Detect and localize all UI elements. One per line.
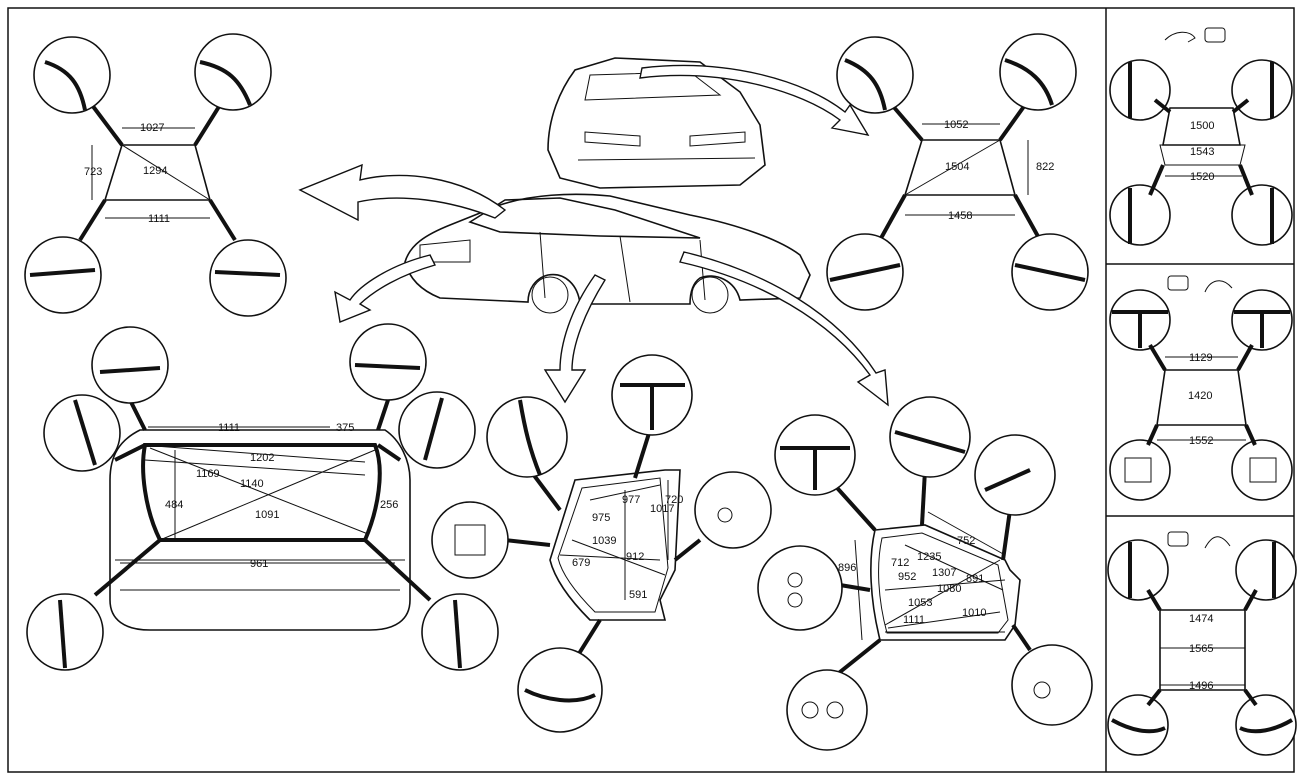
front-door-label-1: 896 [838, 562, 856, 574]
front-door-label-8: 1053 [908, 597, 932, 609]
trunk-detail-left [43, 394, 121, 472]
rear-window-bottom-label: 1111 [148, 213, 170, 225]
windshield-bottom-label: 1458 [948, 210, 972, 222]
rear-door-label-0: 977 [622, 494, 640, 506]
side1-label-1: 1543 [1190, 146, 1214, 158]
front-door-detail-latch [1011, 644, 1093, 726]
trunk-label-5: 484 [165, 499, 183, 511]
rear-door-label-7: 591 [629, 589, 647, 601]
front-door-label-9: 1010 [962, 607, 986, 619]
windshield-assembly: 1052 1504 822 1458 [826, 33, 1089, 311]
trunk-assembly: 1111 375 1202 1169 1140 484 1091 256 961 [26, 323, 499, 671]
front-door-detail-hinge [757, 545, 843, 631]
rear-door-label-2: 720 [665, 494, 683, 506]
side3-detail-tr [1235, 539, 1297, 601]
pointing-hand-icon [1167, 531, 1231, 549]
side2-detail-br [1231, 439, 1293, 501]
side1-label-0: 1500 [1190, 120, 1214, 132]
front-door-label-5: 1307 [932, 567, 956, 579]
rear-door-outline [549, 469, 681, 621]
rear-door-detail-right-latch [694, 471, 772, 549]
rear-door-label-4: 1039 [592, 535, 616, 547]
side3-label-1: 1565 [1189, 643, 1213, 655]
side3-detail-tl [1107, 539, 1169, 601]
windshield-side-label: 822 [1036, 161, 1054, 173]
rear-door-detail-left-hinge [431, 501, 509, 579]
side3-label-0: 1474 [1189, 613, 1213, 625]
rear-door-label-3: 975 [592, 512, 610, 524]
rear-door-detail-bottom [517, 647, 603, 733]
trunk-label-0: 1111 [218, 422, 240, 434]
trunk-label-4: 1140 [240, 478, 264, 490]
trunk-detail-top-right [349, 323, 427, 401]
trunk-body [109, 429, 411, 631]
side3-detail-br [1235, 694, 1297, 756]
outer-frame [7, 7, 1295, 773]
side3-label-2: 1496 [1189, 680, 1213, 692]
front-door-label-7: 1080 [937, 583, 961, 595]
rear-door-label-6: 912 [626, 551, 644, 563]
rear-window-diag-label: 1294 [143, 165, 167, 177]
pointing-hand-icon [1167, 275, 1233, 293]
trunk-label-2: 1202 [250, 452, 274, 464]
trunk-label-6: 1091 [255, 509, 279, 521]
pointing-hand-icon [1164, 27, 1226, 43]
side2-label-0: 1129 [1189, 352, 1213, 364]
rear-door-assembly: 977 1017 720 975 1039 679 912 591 [431, 354, 772, 733]
windshield-detail-tl [836, 36, 914, 114]
side1-detail-tl [1109, 59, 1171, 121]
trunk-label-8: 961 [250, 558, 268, 570]
side2-detail-bl [1109, 439, 1171, 501]
side1-detail-tr [1231, 59, 1293, 121]
side1-detail-br [1231, 184, 1293, 246]
windshield-diag-label: 1504 [945, 161, 969, 173]
windshield-detail-tr [999, 33, 1077, 111]
rear-window-assembly: 1027 1294 723 1111 [24, 33, 287, 317]
rear-window-detail-bl [24, 236, 102, 314]
front-door-label-4: 952 [898, 571, 916, 583]
rear-window-top-label: 1027 [140, 122, 164, 134]
front-door-label-6: 891 [966, 573, 984, 585]
front-door-detail-top [889, 396, 971, 478]
side1-detail-bl [1109, 184, 1171, 246]
trunk-detail-top-left [91, 326, 169, 404]
trunk-label-7: 256 [380, 499, 398, 511]
windshield-top-label: 1052 [944, 119, 968, 131]
trunk-label-3: 1169 [196, 468, 220, 480]
front-door-label-0: 752 [957, 535, 975, 547]
rear-window-detail-br [209, 239, 287, 317]
trunk-lid-seal [141, 443, 382, 542]
trunk-detail-bottom-right [421, 593, 499, 671]
side-panel-3: 1474 1565 1496 [1107, 531, 1297, 756]
rear-window-side-label: 723 [84, 166, 102, 178]
side2-label-1: 1420 [1188, 390, 1212, 402]
trunk-detail-bottom-left [26, 593, 104, 671]
side-panel-2: 1129 1420 1552 [1109, 275, 1293, 501]
side2-label-2: 1552 [1189, 435, 1213, 447]
front-door-label-10: 1111 [903, 614, 925, 626]
front-door-outline [870, 524, 1021, 641]
trunk-label-1: 375 [336, 422, 354, 434]
trunk-detail-right [398, 391, 476, 469]
side-panel-1: 1500 1543 1520 [1109, 27, 1293, 246]
front-door-label-2: 712 [891, 557, 909, 569]
pointer-arrows [298, 64, 889, 407]
sedan-illustration [404, 193, 811, 314]
side3-detail-bl [1107, 694, 1169, 756]
front-door-label-3: 1235 [917, 551, 941, 563]
side1-label-2: 1520 [1190, 171, 1214, 183]
rear-window-detail-tl [33, 36, 111, 114]
rear-door-label-5: 679 [572, 557, 590, 569]
rear-door-label-1: 1017 [650, 503, 674, 515]
front-door-assembly: 752 896 712 1235 952 1307 891 1080 1053 … [757, 396, 1093, 751]
rear-window-detail-tr [194, 33, 272, 111]
